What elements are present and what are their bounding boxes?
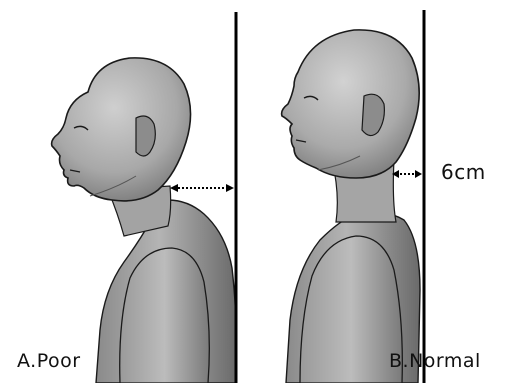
figure-a-head (52, 58, 191, 201)
figure-b-distance-arrow (392, 170, 422, 178)
figure-b-normal-posture (282, 30, 420, 383)
figure-b-distance-label: 6cm (441, 160, 486, 184)
figure-b-head (282, 30, 420, 178)
figure-a-distance-arrow (170, 184, 234, 192)
figure-a-label: A.Poor (17, 350, 81, 372)
figure-b-label: B.Normal (389, 350, 481, 372)
figure-a-poor-posture (52, 58, 237, 383)
